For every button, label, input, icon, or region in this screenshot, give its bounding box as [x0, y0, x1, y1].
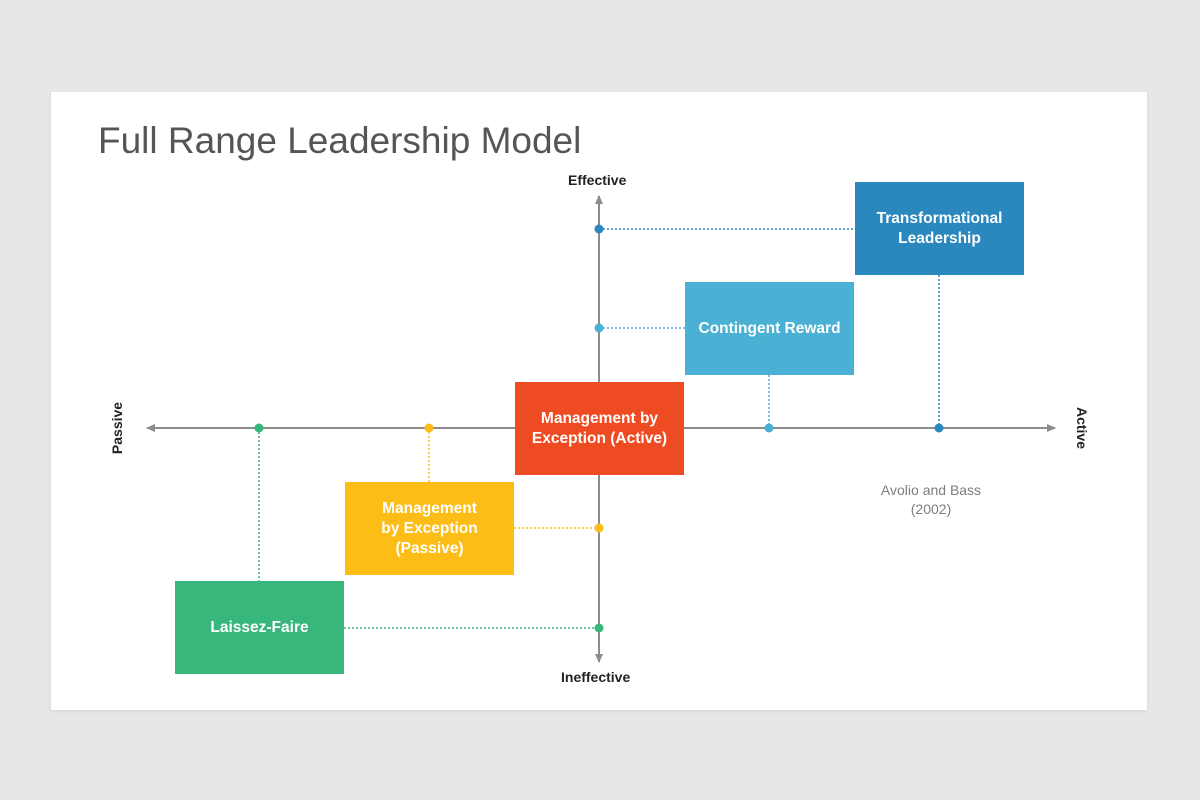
box-label-mbe-passive: Management by Exception (Passive)	[381, 499, 478, 557]
dot-transformational-effect	[594, 224, 604, 234]
box-contingent-reward: Contingent Reward	[685, 282, 854, 375]
citation: Avolio and Bass (2002)	[880, 482, 982, 517]
dot-contingent-effect	[594, 323, 604, 333]
box-laissez-faire: Laissez-Faire	[175, 581, 344, 674]
dot-laissez-activity	[254, 423, 264, 433]
page-title: Full Range Leadership Model	[98, 120, 582, 161]
box-label-transformational: Transformational Leadership	[876, 209, 1003, 247]
axis-label-ineffective: Ineffective	[561, 669, 631, 685]
dot-laissez-effect	[594, 623, 604, 633]
dot-mbe-passive-effect	[594, 523, 604, 533]
dot-mbe-passive-activity	[424, 423, 434, 433]
axis-label-passive: Passive	[109, 401, 126, 455]
box-label-mbe-active: Management by Exception (Active)	[531, 409, 668, 447]
axis-label-active: Active	[1074, 406, 1091, 450]
box-label-laissez: Laissez-Faire	[210, 618, 309, 636]
box-transformational-leadership: Transformational Leadership	[855, 182, 1024, 275]
dot-contingent-activity	[764, 423, 774, 433]
box-management-by-exception-active: Management by Exception (Active)	[515, 382, 684, 475]
dot-transformational-activity	[934, 423, 944, 433]
slide: Full Range Leadership Model	[51, 92, 1147, 710]
box-label-contingent: Contingent Reward	[698, 319, 841, 337]
axis-label-effective: Effective	[568, 172, 627, 188]
box-management-by-exception-passive: Management by Exception (Passive)	[345, 482, 514, 575]
